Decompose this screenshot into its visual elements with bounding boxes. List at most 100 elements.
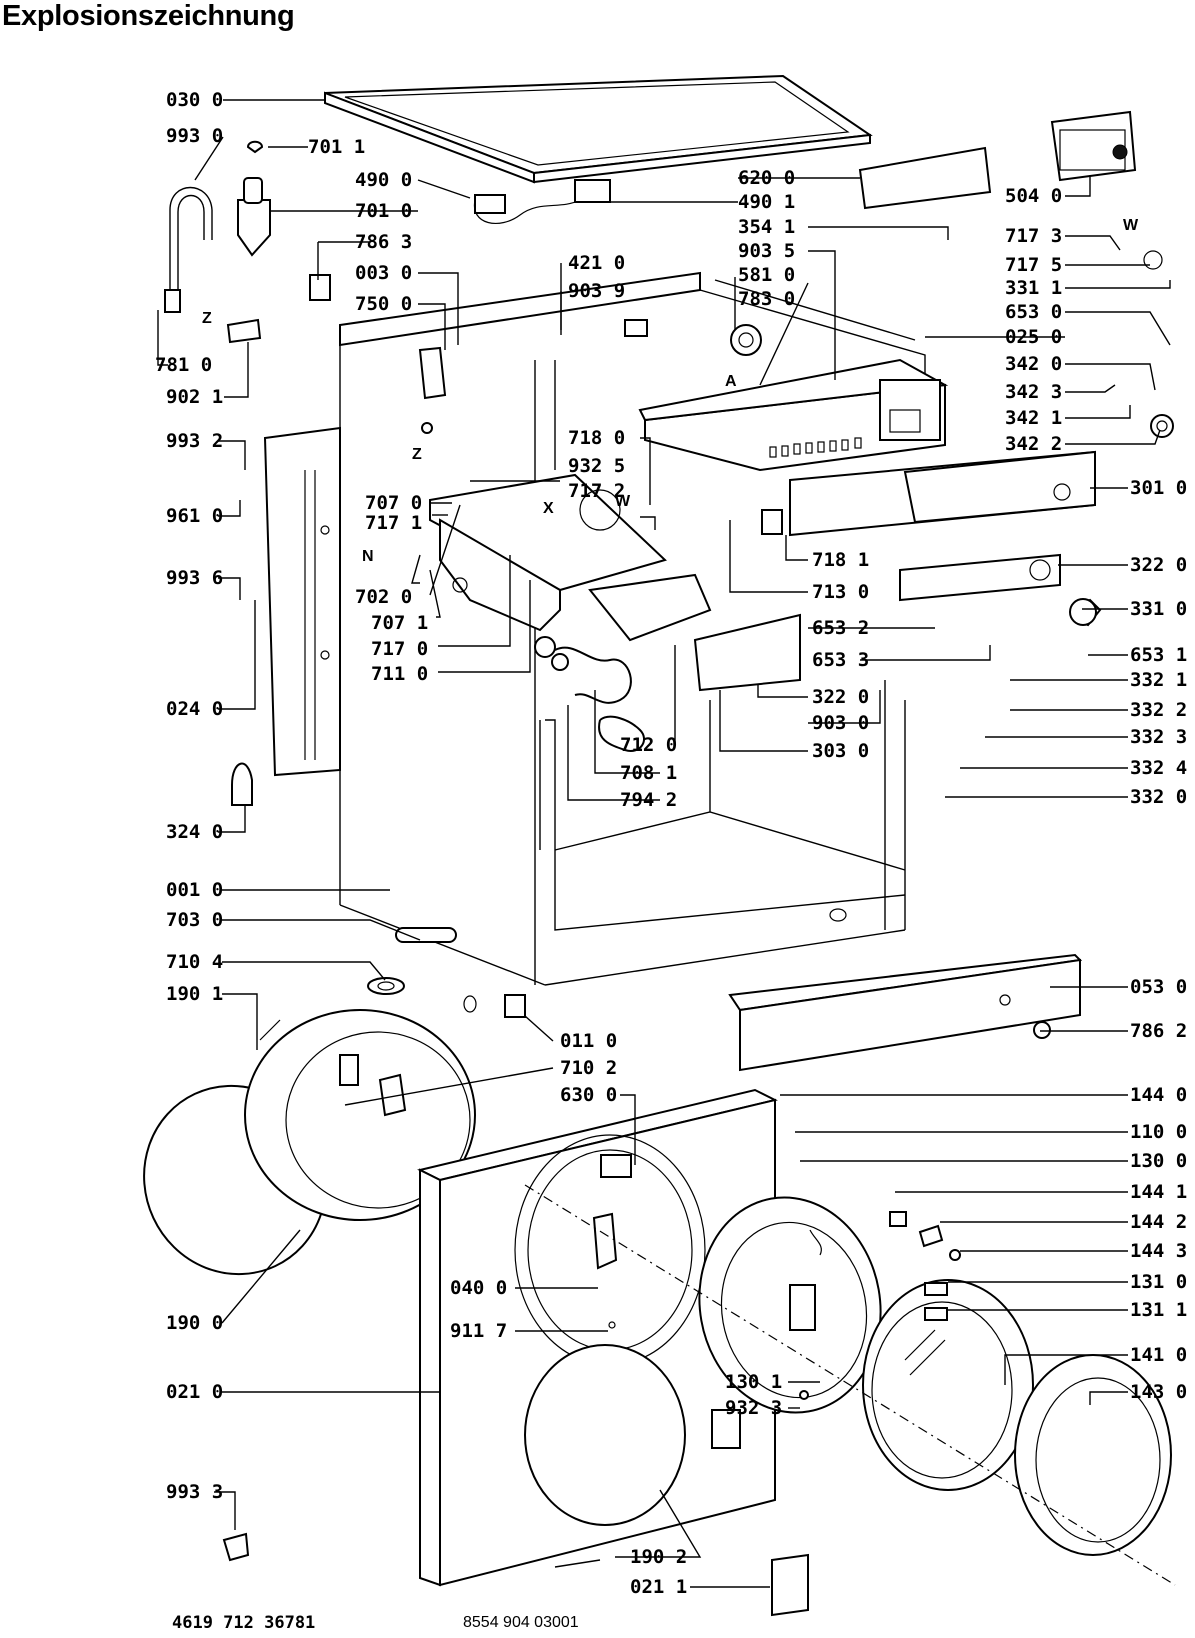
part-label: 130 1 bbox=[725, 1371, 783, 1393]
kick-plate bbox=[728, 953, 1083, 1072]
side-wall bbox=[231, 426, 341, 806]
part-label: 710 2 bbox=[560, 1057, 618, 1079]
part-label: 421 0 bbox=[568, 252, 626, 274]
top-cover bbox=[324, 74, 873, 184]
part-label: 718 1 bbox=[812, 549, 870, 571]
part-label: 331 0 bbox=[1130, 598, 1188, 620]
part-label: 322 0 bbox=[812, 686, 870, 708]
part-label: 717 0 bbox=[371, 638, 429, 660]
part-label: 190 2 bbox=[630, 1546, 688, 1568]
marker-z: Z bbox=[412, 446, 422, 463]
part-label: 717 2 bbox=[568, 480, 626, 502]
part-label: 332 3 bbox=[1130, 726, 1188, 748]
part-label: 324 0 bbox=[166, 821, 224, 843]
part-label: 025 0 bbox=[1005, 326, 1063, 348]
part-label: 021 1 bbox=[630, 1576, 688, 1598]
part-label: 712 0 bbox=[620, 734, 678, 756]
part-label: 903 5 bbox=[738, 240, 796, 262]
part-label: 342 1 bbox=[1005, 407, 1063, 429]
part-label: 144 2 bbox=[1130, 1211, 1188, 1233]
tub-ring bbox=[143, 1009, 476, 1276]
part-label: 707 1 bbox=[371, 612, 429, 634]
part-label: 786 2 bbox=[1130, 1020, 1188, 1042]
part-label: 653 0 bbox=[1005, 301, 1063, 323]
part-label: 024 0 bbox=[166, 698, 224, 720]
door-assembly bbox=[698, 1196, 1172, 1556]
part-label: 190 1 bbox=[166, 983, 224, 1005]
part-label: 131 1 bbox=[1130, 1299, 1188, 1321]
part-label: 701 0 bbox=[355, 200, 413, 222]
hinge-parts bbox=[222, 1211, 961, 1617]
part-label: 717 3 bbox=[1005, 225, 1063, 247]
part-label: 702 0 bbox=[355, 586, 413, 608]
part-label: 581 0 bbox=[738, 264, 796, 286]
part-label: 332 1 bbox=[1130, 669, 1188, 691]
part-label: 021 0 bbox=[166, 1381, 224, 1403]
part-label: 342 2 bbox=[1005, 433, 1063, 455]
marker-a: A bbox=[725, 373, 737, 390]
part-label: 354 1 bbox=[738, 216, 796, 238]
part-label: 794 2 bbox=[620, 789, 678, 811]
marker-x: X bbox=[543, 500, 554, 517]
page-title: Explosionszeichnung bbox=[2, 0, 295, 32]
part-label: 490 0 bbox=[355, 169, 413, 191]
part-label: 342 0 bbox=[1005, 353, 1063, 375]
part-label: 717 1 bbox=[365, 512, 423, 534]
part-label: 053 0 bbox=[1130, 976, 1188, 998]
part-label: 711 0 bbox=[371, 663, 429, 685]
inlet-hose bbox=[164, 140, 447, 434]
part-label: 993 3 bbox=[166, 1481, 224, 1503]
marker-w: W bbox=[1123, 217, 1139, 234]
leader-lines bbox=[157, 99, 531, 1530]
part-label: 993 6 bbox=[166, 567, 224, 589]
part-label: 620 0 bbox=[738, 167, 796, 189]
cabinet-body bbox=[339, 271, 926, 986]
drawing-number: 8554 904 03001 bbox=[463, 1614, 579, 1631]
document-number: 4619 712 36781 bbox=[172, 1613, 316, 1633]
leader-lines-center bbox=[268, 146, 991, 1588]
part-label: 903 0 bbox=[812, 712, 870, 734]
part-label: 301 0 bbox=[1130, 477, 1188, 499]
part-label: 717 5 bbox=[1005, 254, 1063, 276]
part-label: 718 0 bbox=[568, 427, 626, 449]
part-label: 993 2 bbox=[166, 430, 224, 452]
part-label: 143 0 bbox=[1130, 1381, 1188, 1403]
assembly-axis bbox=[524, 1184, 1176, 1586]
part-label: 993 0 bbox=[166, 125, 224, 147]
part-label: 703 0 bbox=[166, 909, 224, 931]
part-label: 003 0 bbox=[355, 262, 413, 284]
part-label: 144 3 bbox=[1130, 1240, 1188, 1262]
part-label: 713 0 bbox=[812, 581, 870, 603]
part-label: 110 0 bbox=[1130, 1121, 1188, 1143]
control-panel-parts bbox=[638, 358, 1102, 627]
part-label: 342 3 bbox=[1005, 381, 1063, 403]
part-label: 707 0 bbox=[365, 492, 423, 514]
part-label: 932 5 bbox=[568, 455, 626, 477]
part-label: 040 0 bbox=[450, 1277, 508, 1299]
marker-n: N bbox=[362, 548, 374, 565]
part-label: 331 1 bbox=[1005, 277, 1063, 299]
part-label: 903 9 bbox=[568, 280, 626, 302]
part-label: 630 0 bbox=[560, 1084, 618, 1106]
part-label: 961 0 bbox=[166, 505, 224, 527]
part-label: 653 2 bbox=[812, 617, 870, 639]
part-label: 911 7 bbox=[450, 1320, 508, 1342]
part-label: 653 1 bbox=[1130, 644, 1188, 666]
part-label: 750 0 bbox=[355, 293, 413, 315]
part-label: 011 0 bbox=[560, 1030, 618, 1052]
part-label: 786 3 bbox=[355, 231, 413, 253]
part-label: 144 0 bbox=[1130, 1084, 1188, 1106]
marker-z: Z bbox=[202, 310, 212, 327]
part-label: 130 0 bbox=[1130, 1150, 1188, 1172]
front-panel bbox=[417, 1088, 778, 1587]
part-label: 490 1 bbox=[738, 191, 796, 213]
part-label: 190 0 bbox=[166, 1312, 224, 1334]
part-label: 332 0 bbox=[1130, 786, 1188, 808]
part-label: 303 0 bbox=[812, 740, 870, 762]
part-label: 144 1 bbox=[1130, 1181, 1188, 1203]
part-label: 131 0 bbox=[1130, 1271, 1188, 1293]
part-label: 332 4 bbox=[1130, 757, 1188, 779]
part-label: 141 0 bbox=[1130, 1344, 1188, 1366]
